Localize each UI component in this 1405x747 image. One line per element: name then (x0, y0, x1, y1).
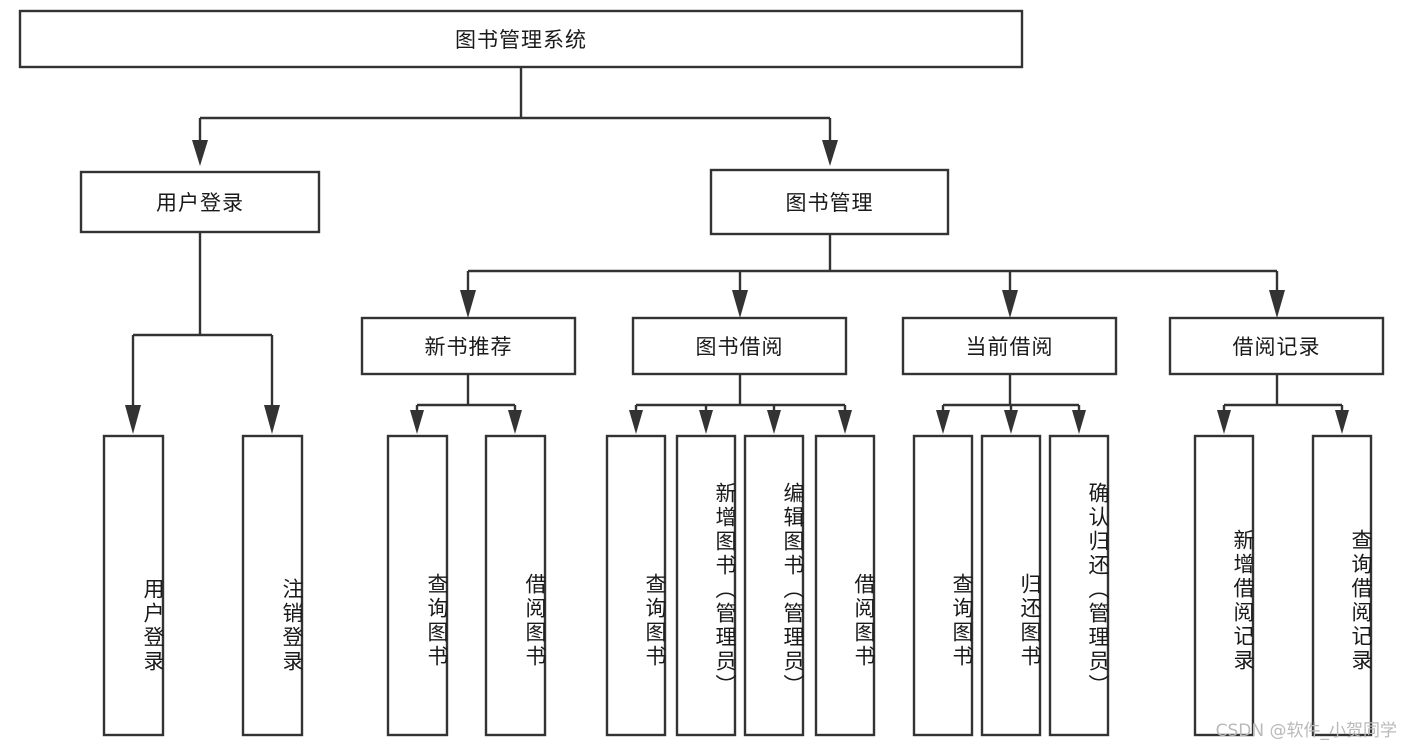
edge-group-user-login (125, 232, 280, 434)
node-box-leaf-query-record[interactable] (1311, 434, 1373, 737)
arrow-br-to-add-record (1217, 410, 1231, 434)
node-box-book-borrow[interactable] (631, 316, 848, 376)
node-box-leaf-add-record[interactable] (1193, 434, 1255, 737)
node-box-leaf-confirm-return[interactable] (1048, 434, 1110, 737)
edge-group-book-manage (460, 234, 1285, 318)
node-box-leaf-borrow-book-2[interactable] (814, 434, 876, 737)
arrow-user-login-to-leaf2 (264, 405, 280, 434)
arrow-bb-to-query-book (629, 410, 643, 434)
node-box-leaf-add-book[interactable] (675, 434, 737, 737)
node-box-leaf-query-book-3[interactable] (912, 434, 974, 737)
arrow-root-to-user-login (192, 140, 208, 166)
node-box-user-login[interactable] (79, 170, 321, 234)
arrow-bm-to-borrow-record (1269, 290, 1285, 318)
edge-group-current-borrow (936, 374, 1086, 434)
edge-group-root (192, 67, 838, 166)
node-box-leaf-query-book-2[interactable] (605, 434, 667, 737)
arrow-root-to-book-manage (822, 140, 838, 166)
arrow-br-to-query-record (1335, 410, 1349, 434)
arrow-bm-to-new-book-recommend (460, 290, 476, 318)
arrow-bb-to-edit-book (767, 410, 781, 434)
arrow-bb-to-borrow-book (838, 410, 852, 434)
edge-group-new-book-recommend (410, 374, 522, 434)
arrow-cb-to-confirm-return (1072, 410, 1086, 434)
arrow-user-login-to-leaf1 (125, 405, 141, 434)
node-box-leaf-query-book-1[interactable] (386, 434, 449, 737)
arrow-cb-to-return-book (1004, 410, 1018, 434)
node-box-borrow-record[interactable] (1168, 316, 1385, 376)
node-box-leaf-edit-book[interactable] (743, 434, 805, 737)
node-box-leaf-logout-login[interactable] (241, 434, 304, 737)
edge-group-book-borrow (629, 374, 852, 434)
arrow-nbr-to-query-book (410, 410, 424, 434)
arrow-bm-to-book-borrow (732, 290, 748, 318)
node-box-new-book-recommend[interactable] (360, 316, 577, 376)
node-box-leaf-return-book[interactable] (980, 434, 1042, 737)
arrow-nbr-to-borrow-book (508, 410, 522, 434)
edge-group-borrow-record (1217, 374, 1349, 434)
node-box-leaf-borrow-book-1[interactable] (484, 434, 547, 737)
arrow-bm-to-current-borrow (1002, 290, 1018, 318)
arrow-cb-to-query-book (936, 410, 950, 434)
arrow-bb-to-add-book (699, 410, 713, 434)
node-box-book-manage[interactable] (709, 168, 950, 236)
node-box-leaf-user-login[interactable] (102, 434, 165, 737)
node-box-root[interactable] (18, 9, 1024, 69)
node-box-current-borrow[interactable] (901, 316, 1118, 376)
